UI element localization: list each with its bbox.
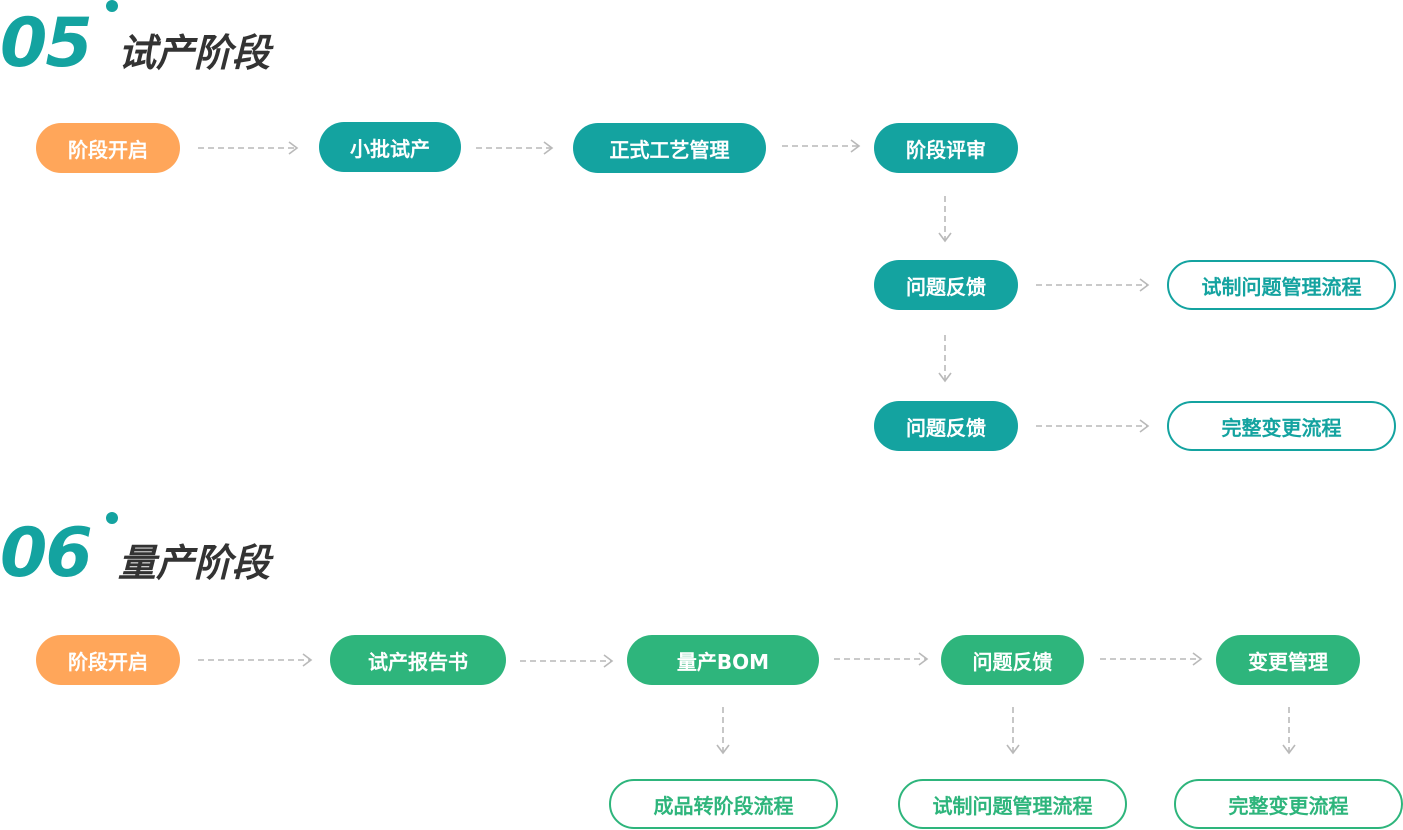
arrow-mass-bom-to-feedback [834,652,929,666]
arrow-start-to-trial-report [198,653,313,667]
section-title-mass-production: 量产阶段 [118,541,271,585]
section-number-05: 05 [0,4,93,83]
arrow-feedback-1-to-trial-issue-flow [1036,278,1150,292]
arrow-trial-production-to-formal-process [476,141,554,155]
node-product-transfer-flow: 成品转阶段流程 [609,779,838,829]
arrow-feedback-to-trial-issue-flow [1006,707,1020,755]
node-change-management: 变更管理 [1216,635,1360,685]
node-issue-feedback-mass: 问题反馈 [941,635,1084,685]
node-trial-issue-management-flow: 试制问题管理流程 [1167,260,1396,310]
arrow-formal-process-to-stage-review [782,139,861,153]
node-trial-report: 试产报告书 [330,635,506,685]
section-dot-05 [106,0,118,12]
arrow-feedback-2-to-change-flow [1036,419,1150,433]
arrow-feedback-1-to-feedback-2 [938,335,952,383]
arrow-start-to-trial-production [198,141,299,155]
node-issue-feedback-1: 问题反馈 [874,260,1018,310]
node-stage-start: 阶段开启 [36,123,180,173]
arrow-change-mgmt-to-change-flow [1282,707,1296,755]
arrow-feedback-to-change-mgmt [1100,652,1203,666]
node-complete-change-flow-mass: 完整变更流程 [1174,779,1403,829]
section-title-trial-production: 试产阶段 [118,31,271,75]
node-stage-start-mass: 阶段开启 [36,635,180,685]
node-mass-production-bom: 量产BOM [627,635,819,685]
section-dot-06 [106,512,118,524]
node-trial-issue-management-flow-mass: 试制问题管理流程 [898,779,1127,829]
node-stage-review: 阶段评审 [874,123,1018,173]
node-trial-production: 小批试产 [319,122,461,172]
section-number-06: 06 [0,514,93,593]
node-formal-process-management: 正式工艺管理 [573,123,766,173]
arrow-stage-review-to-feedback-1 [938,196,952,243]
node-complete-change-flow: 完整变更流程 [1167,401,1396,451]
arrow-trial-report-to-mass-bom [520,654,614,668]
arrow-mass-bom-to-product-transfer-flow [716,707,730,755]
node-issue-feedback-2: 问题反馈 [874,401,1018,451]
